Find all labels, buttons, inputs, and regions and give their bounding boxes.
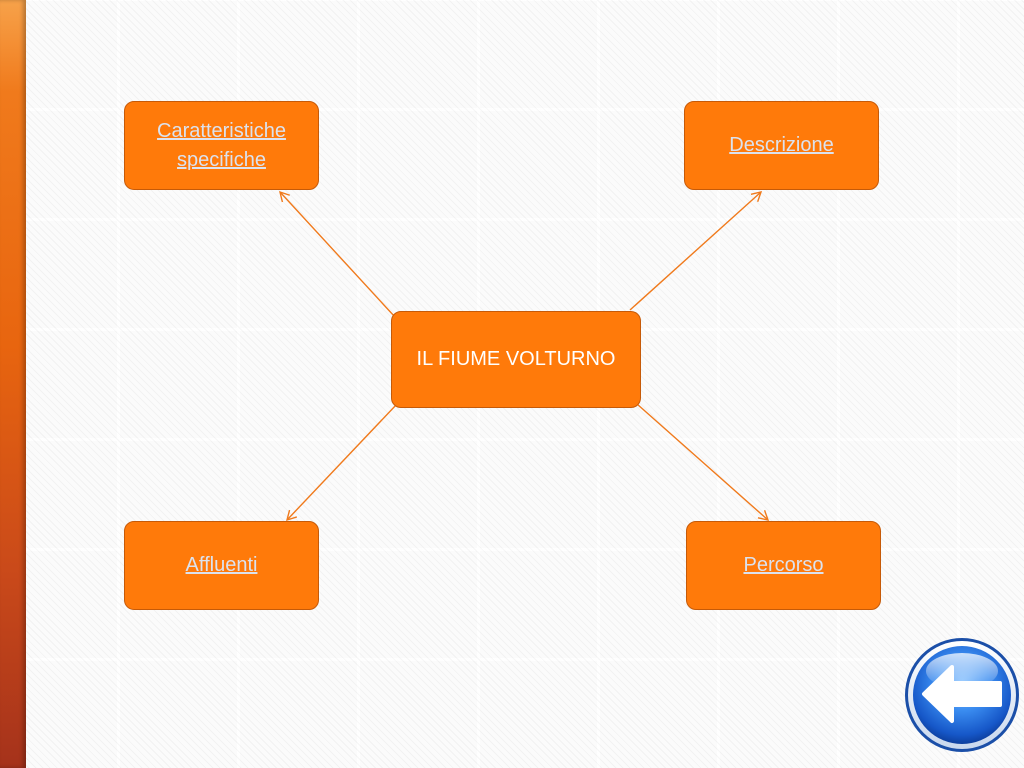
link-percorso[interactable]: Percorso bbox=[743, 554, 824, 576]
connector-to-caratteristiche bbox=[279, 190, 396, 318]
link-affluenti[interactable]: Affluenti bbox=[185, 554, 258, 576]
back-arrow-icon bbox=[905, 638, 1019, 752]
connector-to-percorso bbox=[636, 403, 770, 521]
node-center-il-fiume-volturno: IL FIUME VOLTURNO bbox=[391, 311, 641, 408]
connector-to-affluenti bbox=[286, 403, 398, 522]
link-caratteristiche-specifiche[interactable]: Caratteristiche specifiche bbox=[157, 119, 286, 171]
center-label: IL FIUME VOLTURNO bbox=[416, 348, 616, 370]
connector-to-descrizione bbox=[629, 191, 763, 311]
node-descrizione: Descrizione bbox=[684, 101, 879, 190]
back-button[interactable] bbox=[904, 637, 1020, 753]
node-affluenti: Affluenti bbox=[124, 521, 319, 610]
link-descrizione[interactable]: Descrizione bbox=[729, 134, 834, 156]
node-percorso: Percorso bbox=[686, 521, 881, 610]
node-caratteristiche-specifiche: Caratteristiche specifiche bbox=[124, 101, 319, 190]
left-accent-bar bbox=[0, 0, 26, 768]
